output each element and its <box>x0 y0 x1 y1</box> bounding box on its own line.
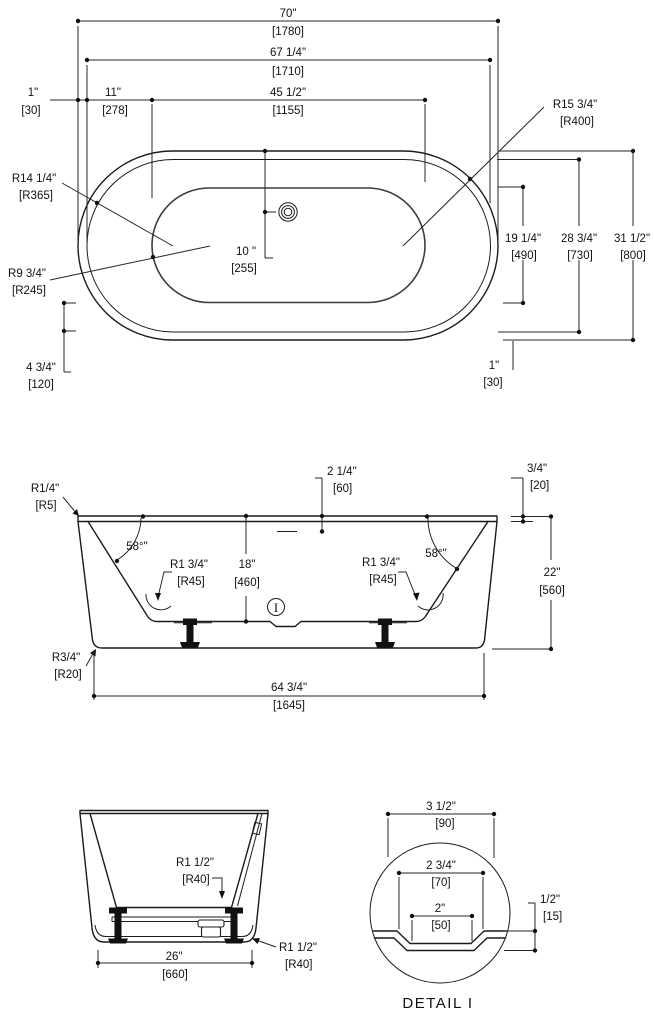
dim-top-drain-offset-in: 10 " <box>236 246 256 258</box>
dim-detail-depth-in: 1/2" <box>540 894 560 906</box>
dim-detail-width-mid-in: 2 3/4" <box>426 860 456 872</box>
dim-side-radius-base-in: R3/4" <box>52 652 80 664</box>
dim-top-width-basin-mm: [490] <box>511 250 537 262</box>
dim-top-length-basin-mm: [1155] <box>272 105 303 117</box>
dim-detail-depth-mm: [15] <box>543 911 562 923</box>
dim-top-length-rim-mm: [1710] <box>272 66 304 78</box>
dim-detail-width-outer-mm: [90] <box>435 818 454 830</box>
dim-detail-width-inner-in: 2" <box>435 903 445 915</box>
top-view-dimensions <box>49 18 636 373</box>
dim-top-length-basin-in: 45 1/2" <box>270 87 306 99</box>
dim-top-drain-offset-mm: [255] <box>231 263 257 275</box>
dim-side-radius-rim-in: R1/4" <box>31 483 59 495</box>
dim-top-width-rim-mm: [730] <box>567 250 593 262</box>
top-view-labels: 70" [1780] 67 1/4" [1710] 45 1/2" [1155]… <box>8 8 650 391</box>
dim-top-radius-outer-mm: [R400] <box>560 116 594 128</box>
detail-callout-marker: I <box>267 598 285 616</box>
dim-side-radius-rim-mm: [R5] <box>35 500 56 512</box>
dim-top-offset11-mm: [278] <box>102 105 128 117</box>
dim-side-radius-base-mm: [R20] <box>54 669 82 681</box>
dim-top-offset-bl-mm: [120] <box>28 379 54 391</box>
dim-top-offset1-mm: [30] <box>21 105 40 117</box>
dim-side-angle-left: 58°" <box>126 541 147 553</box>
dim-top-radius-rim-mm: [R365] <box>19 190 53 202</box>
top-view: 70" [1780] 67 1/4" [1710] 45 1/2" [1155]… <box>8 8 650 391</box>
dim-side-depth-in: 18" <box>239 559 256 571</box>
drain <box>278 202 298 222</box>
dim-top-width-overall-in: 31 1/2" <box>614 233 650 245</box>
detail-labels: 3 1/2" [90] 2 3/4" [70] 2" [50] 1/2" [15… <box>402 801 562 1012</box>
tub-top-outline <box>77 150 499 341</box>
dim-top-radius-basin-in: R9 3/4" <box>8 268 46 280</box>
dim-detail-width-mid-mm: [70] <box>431 877 450 889</box>
end-view-labels: R1 1/2" [R40] R1 1/2" [R40] 26" [660] <box>162 857 317 981</box>
side-view-labels: R1/4" [R5] 58°" 58°" R1 3/4" [R45] R1 3/… <box>31 463 565 712</box>
end-drain-fitting <box>197 919 225 938</box>
dim-side-radius-floor-right-in: R1 3/4" <box>362 557 400 569</box>
tub-side-outline <box>77 515 498 649</box>
end-support-rail <box>111 916 233 922</box>
dim-side-base-length-in: 64 3/4" <box>271 682 307 694</box>
dim-end-base-width-in: 26" <box>166 951 183 963</box>
dim-top-length-overall-in: 70" <box>280 8 297 20</box>
side-view-dimensions <box>62 477 554 700</box>
dim-side-radius-floor-right-mm: [R45] <box>369 574 397 586</box>
detail-circle <box>369 842 511 984</box>
dim-top-offset1-in: 1" <box>28 87 38 99</box>
dim-top-offset1b-mm: [30] <box>483 377 502 389</box>
detail-floor-section <box>372 930 508 952</box>
dim-top-offset11-in: 11" <box>105 87 121 99</box>
detail-title: DETAIL I <box>402 995 473 1012</box>
dim-side-depth-mm: [460] <box>234 577 260 589</box>
dim-end-base-width-mm: [660] <box>162 969 188 981</box>
dim-end-radius-corner-in: R1 1/2" <box>279 942 317 954</box>
tub-end-outline <box>79 809 269 943</box>
end-view: R1 1/2" [R40] R1 1/2" [R40] 26" [660] <box>79 809 317 981</box>
dim-side-waterline-mm: [60] <box>333 483 352 495</box>
dim-top-width-overall-mm: [800] <box>620 250 646 262</box>
end-feet <box>108 907 244 944</box>
dim-side-base-length-mm: [1645] <box>273 700 305 712</box>
dim-side-height-mm: [560] <box>539 585 565 597</box>
dim-side-lip-in: 3/4" <box>527 463 547 475</box>
dim-top-length-rim-in: 67 1/4" <box>270 47 306 59</box>
detail-marker-letter: I <box>274 600 278 615</box>
dim-detail-width-outer-in: 3 1/2" <box>426 801 456 813</box>
dim-side-angle-right: 58°" <box>425 548 446 560</box>
dim-end-radius-inner-in: R1 1/2" <box>176 857 214 869</box>
detail-view: 3 1/2" [90] 2 3/4" [70] 2" [50] 1/2" [15… <box>369 801 562 1012</box>
dim-end-radius-corner-mm: [R40] <box>285 959 313 971</box>
side-feet <box>174 618 407 648</box>
dim-top-radius-basin-mm: [R245] <box>12 285 46 297</box>
dim-detail-width-inner-mm: [50] <box>431 920 450 932</box>
dim-top-width-rim-in: 28 3/4" <box>561 233 597 245</box>
dim-top-length-overall-mm: [1780] <box>272 26 304 38</box>
dim-end-radius-inner-mm: [R40] <box>182 874 210 886</box>
overflow-fitting <box>251 821 263 836</box>
end-view-dimensions <box>95 877 277 968</box>
dim-side-waterline-in: 2 1/4" <box>327 466 357 478</box>
dim-top-radius-outer-in: R15 3/4" <box>553 99 597 111</box>
detail-dimensions <box>385 811 538 953</box>
dim-side-radius-floor-left-in: R1 3/4" <box>170 559 208 571</box>
dim-side-lip-mm: [20] <box>530 480 549 492</box>
dim-top-width-basin-in: 19 1/4" <box>505 233 541 245</box>
dim-top-offset-bl-in: 4 3/4" <box>26 362 56 374</box>
dim-side-radius-floor-left-mm: [R45] <box>177 576 205 588</box>
dim-side-height-in: 22" <box>544 567 561 579</box>
dim-top-radius-rim-in: R14 1/4" <box>12 173 56 185</box>
dim-top-offset1b-in: 1" <box>489 360 499 372</box>
side-view: I <box>31 463 565 712</box>
